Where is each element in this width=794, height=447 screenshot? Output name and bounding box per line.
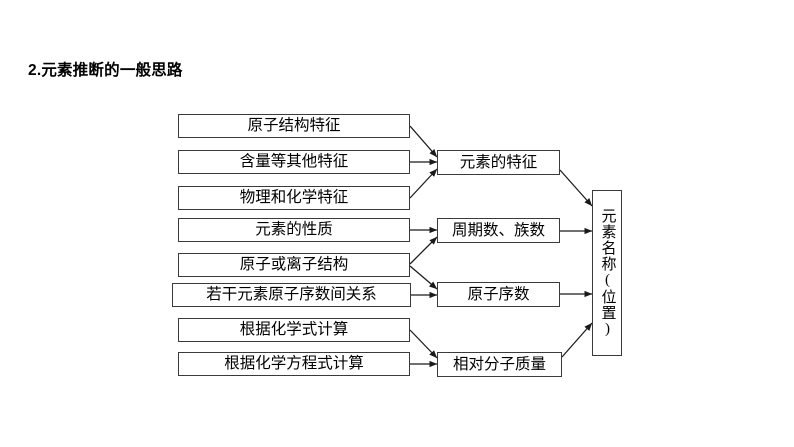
node-label: 原子或离子结构 xyxy=(239,256,349,274)
node-relative-molecular-mass[interactable]: 相对分子质量 xyxy=(437,352,562,377)
node-element-name-position[interactable]: 元素名称(位置) xyxy=(592,190,622,356)
node-atomic-number-relations[interactable]: 若干元素原子序数间关系 xyxy=(172,283,411,307)
page-title: 2.元素推断的一般思路 xyxy=(28,62,183,79)
node-label: 若干元素原子序数间关系 xyxy=(206,286,377,304)
node-label: 物理和化学特征 xyxy=(239,189,349,207)
node-period-group-number[interactable]: 周期数、族数 xyxy=(437,218,560,243)
node-formula-calculation[interactable]: 根据化学式计算 xyxy=(178,318,410,342)
node-label: 含量等其他特征 xyxy=(239,153,349,171)
node-equation-calculation[interactable]: 根据化学方程式计算 xyxy=(178,352,410,376)
node-physical-chemical-features[interactable]: 物理和化学特征 xyxy=(178,186,410,210)
node-atom-or-ion-structure[interactable]: 原子或离子结构 xyxy=(178,253,410,277)
node-label: 元素名称(位置) xyxy=(599,208,616,338)
node-label: 周期数、族数 xyxy=(451,221,545,239)
node-label: 元素的性质 xyxy=(255,221,333,239)
node-atomic-number[interactable]: 原子序数 xyxy=(437,282,560,307)
node-element-characteristics[interactable]: 元素的特征 xyxy=(437,150,560,175)
node-label: 原子序数 xyxy=(467,285,530,303)
node-label: 根据化学方程式计算 xyxy=(224,355,364,373)
node-label: 相对分子质量 xyxy=(452,355,546,373)
node-label: 原子结构特征 xyxy=(247,117,341,135)
node-label: 元素的特征 xyxy=(459,153,538,171)
node-atomic-structure-features[interactable]: 原子结构特征 xyxy=(178,114,410,138)
node-element-properties[interactable]: 元素的性质 xyxy=(178,218,410,242)
node-label: 根据化学式计算 xyxy=(239,321,349,339)
node-content-other-features[interactable]: 含量等其他特征 xyxy=(178,150,410,174)
